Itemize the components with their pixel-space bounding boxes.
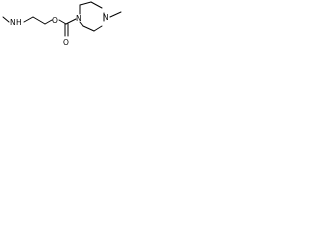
ring-bond-6: [79, 21, 84, 27]
ring-bond-4: [93, 25, 103, 32]
bond-oxygen-carbonyl: [58, 19, 67, 25]
atom-label-carbonyl-o: O: [63, 38, 69, 47]
atom-labels: N H O O N N: [10, 13, 109, 47]
bond-ch2-ch2: [32, 16, 46, 25]
bonds: [2, 1, 122, 37]
bond-methyl-amine: [2, 16, 10, 23]
bond-ch2-oxygen: [44, 19, 53, 25]
atom-label-ring-n-methyl: N: [103, 13, 109, 22]
structure-diagram: N H O O N N: [0, 0, 155, 50]
bond-ring-n-methyl: [109, 11, 122, 18]
atom-label-ester-o: O: [52, 16, 58, 25]
atom-label-ring-n-acyl: N: [76, 14, 82, 23]
atom-label-amine-n: N: [10, 18, 16, 27]
molecule-drawing: N H O O N N: [2, 1, 122, 47]
ring-bond-3: [90, 1, 103, 9]
atom-label-amine-h: H: [16, 18, 22, 27]
bond-carbonyl-ring-n: [65, 18, 77, 25]
bond-amine-ch2: [23, 16, 34, 23]
ring-bond-5: [82, 25, 95, 32]
ring-bond-2: [79, 1, 92, 6]
